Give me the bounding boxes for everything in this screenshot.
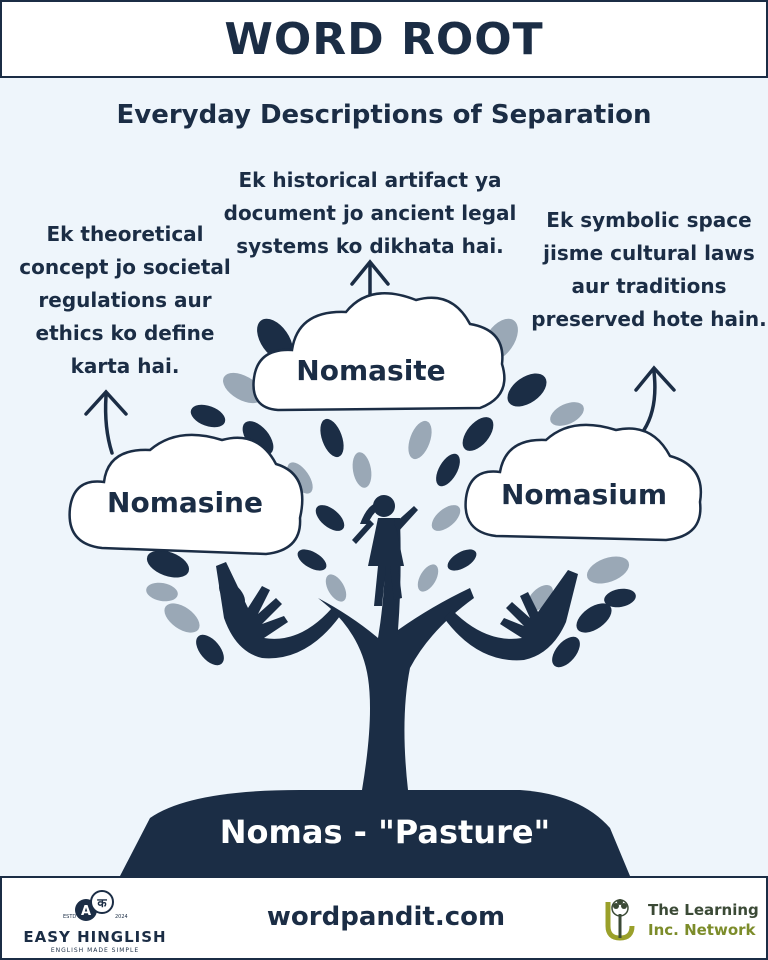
- subtitle: Everyday Descriptions of Separation: [116, 100, 652, 130]
- badge-a: A: [81, 904, 91, 919]
- easy-hinglish-logo[interactable]: A क ESTD 2024 EASY HINGLISH ENGLISH MADE…: [20, 888, 170, 954]
- tree-logo-icon: [605, 899, 635, 941]
- brand-line2: Inc. Network: [648, 921, 756, 939]
- description-nomasite: Ek historical artifact ya document jo an…: [223, 168, 517, 258]
- brand-line1: The Learning: [648, 901, 759, 919]
- child-silhouette: [352, 495, 418, 606]
- website-link[interactable]: wordpandit.com: [266, 902, 506, 932]
- badge-ka: क: [96, 896, 107, 910]
- tree-trunk: [318, 518, 474, 790]
- cloud-nomasium: [464, 423, 703, 542]
- label-nomasine: Nomasine: [107, 486, 263, 519]
- cloud-nomasite: [252, 292, 506, 412]
- arrow-left: [103, 394, 114, 455]
- hand-left: [216, 562, 340, 659]
- ground-mound: [120, 790, 630, 876]
- estd-label: ESTD: [63, 914, 76, 920]
- learning-inc-logo[interactable]: The Learning Inc. Network: [602, 892, 762, 948]
- footer: A क ESTD 2024 EASY HINGLISH ENGLISH MADE…: [0, 876, 768, 960]
- header: WORD ROOT: [0, 0, 768, 78]
- estd-year: 2024: [115, 914, 128, 920]
- diagram-area: Everyday Descriptions of Separation: [0, 78, 768, 876]
- root-label: Nomas - "Pasture": [219, 813, 551, 851]
- arrow-right: [642, 370, 657, 432]
- hand-right: [444, 570, 578, 661]
- page-title: WORD ROOT: [224, 13, 544, 65]
- speech-bubble-icon: A क ESTD 2024: [63, 890, 128, 921]
- brand-tagline: ENGLISH MADE SIMPLE: [50, 947, 140, 954]
- arrows: [84, 259, 676, 455]
- tree-illustration: [68, 259, 703, 876]
- cloud-nomasine: [68, 433, 304, 556]
- description-nomasine: Ek theoretical concept jo societal regul…: [19, 222, 231, 378]
- label-nomasium: Nomasium: [500, 478, 668, 511]
- brand-name: EASY HINGLISH: [23, 928, 167, 946]
- label-nomasite: Nomasite: [296, 354, 446, 387]
- description-nomasium: Ek symbolic space jisme cultural laws au…: [531, 208, 767, 331]
